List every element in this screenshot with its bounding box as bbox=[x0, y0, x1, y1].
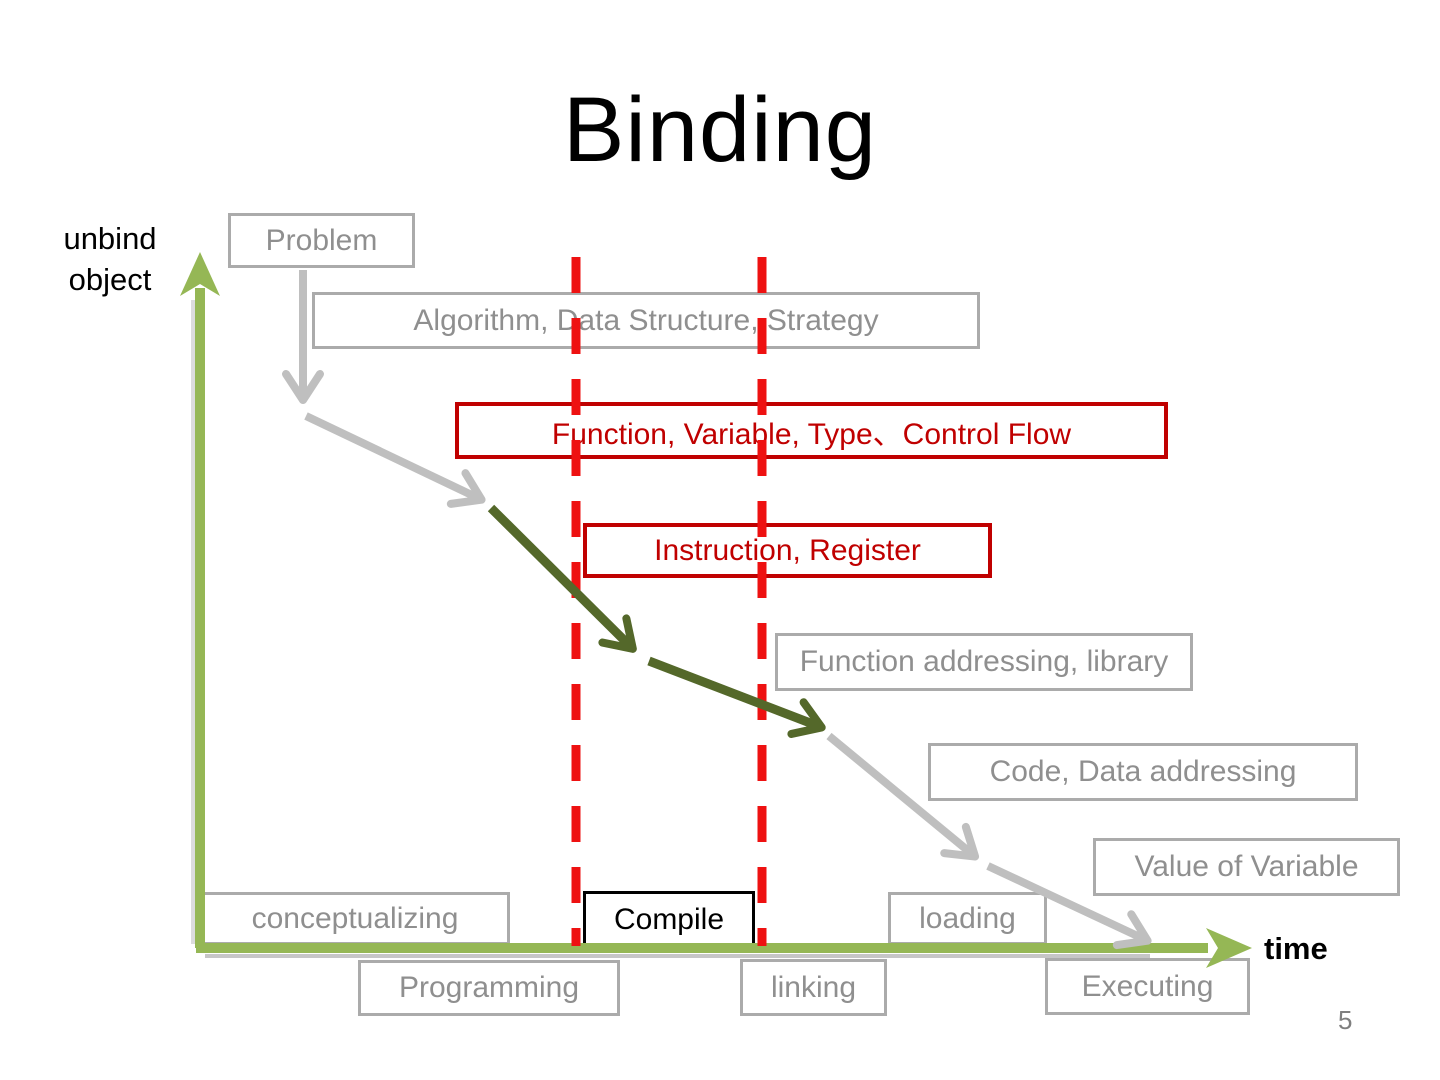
box-code-data-addressing: Code, Data addressing bbox=[928, 743, 1358, 801]
box-function-addressing-library: Function addressing, library bbox=[775, 633, 1193, 691]
y-axis-label-line2: object bbox=[68, 262, 152, 297]
slide-title: Binding bbox=[563, 79, 877, 181]
stage-loading: loading bbox=[888, 892, 1047, 945]
stage-compile: Compile bbox=[583, 891, 755, 948]
box-problem: Problem bbox=[228, 213, 415, 268]
stage-programming: Programming bbox=[358, 960, 620, 1016]
y-axis-label-line1: unbind bbox=[63, 221, 157, 256]
y-axis-label: unbind object bbox=[30, 218, 190, 300]
box-instruction-register: Instruction, Register bbox=[583, 523, 992, 578]
box-value-of-variable: Value of Variable bbox=[1093, 838, 1400, 896]
x-axis-label: time bbox=[1264, 931, 1328, 966]
stage-conceptualizing: conceptualizing bbox=[200, 892, 510, 945]
stage-executing: Executing bbox=[1045, 958, 1250, 1015]
box-algorithm-data-structure-strategy: Algorithm, Data Structure, Strategy bbox=[312, 292, 980, 349]
page-number: 5 bbox=[1338, 1005, 1353, 1035]
stage-linking: linking bbox=[740, 959, 887, 1016]
box-function-variable-type-control-flow: Function, Variable, Type、Control Flow bbox=[455, 402, 1168, 459]
arrow-to-function-binding bbox=[304, 412, 486, 508]
